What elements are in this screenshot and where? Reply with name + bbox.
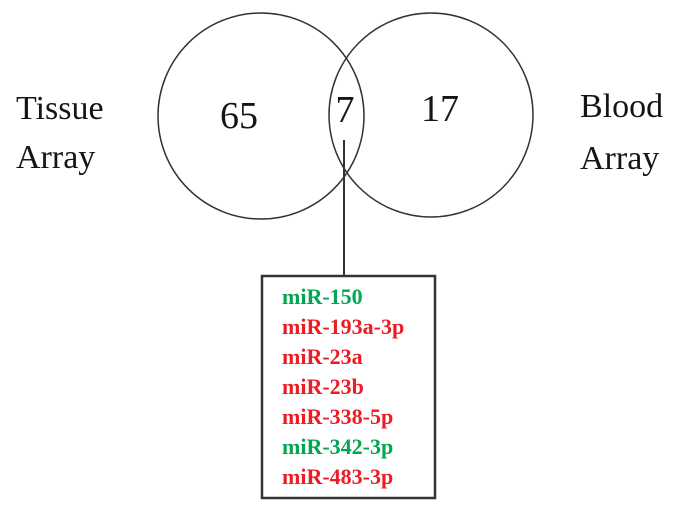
right-set-label-line2: Array	[580, 140, 660, 177]
left-set-label-line2: Array	[16, 139, 96, 176]
mirna-item: miR-193a-3p	[282, 314, 405, 339]
left-set-label: Tissue Array	[16, 84, 104, 182]
left-set-count: 65	[220, 95, 258, 137]
intersection-count: 7	[335, 89, 355, 131]
mirna-item: miR-150	[282, 284, 363, 309]
mirna-item: miR-23b	[282, 374, 364, 399]
mirna-item: miR-338-5p	[282, 404, 394, 429]
left-set-label-line1: Tissue	[16, 90, 104, 127]
right-circle	[328, 12, 534, 218]
left-circle	[157, 12, 365, 220]
callout-box	[260, 274, 437, 500]
mirna-item: miR-483-3p	[282, 464, 394, 489]
right-set-count: 17	[421, 88, 459, 130]
mirna-item: miR-23a	[282, 344, 363, 369]
mirna-item: miR-342-3p	[282, 434, 394, 459]
right-set-label: Blood Array	[580, 81, 663, 185]
right-set-label-line1: Blood	[580, 88, 664, 125]
intersection-mirna-list: miR-150 miR-193a-3p miR-23a miR-23b miR-…	[282, 282, 432, 492]
